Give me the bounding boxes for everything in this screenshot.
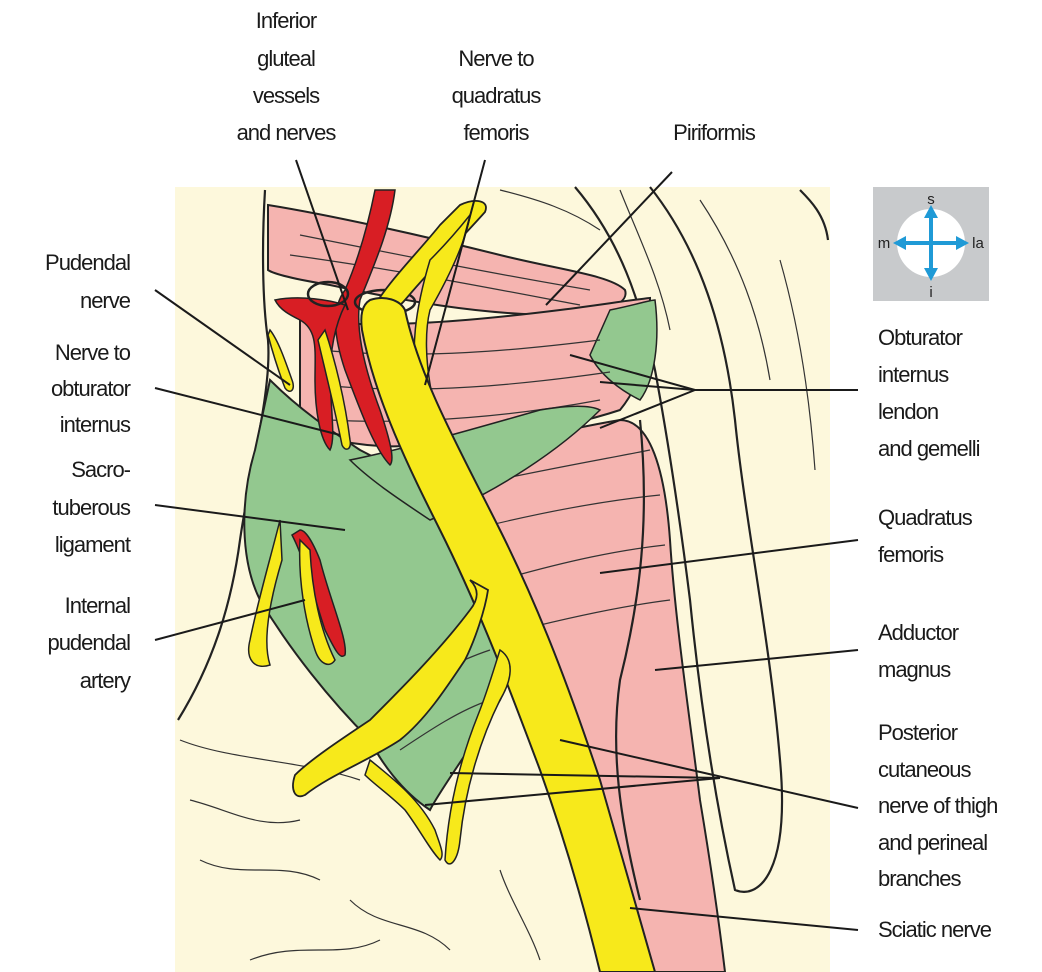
label-line: internus	[878, 362, 949, 387]
label-line: Quadratus	[878, 505, 973, 530]
compass-top-label: s	[927, 191, 935, 208]
label-line: Adductor	[878, 620, 959, 645]
label-nerve-to-quadratus: Nerve to quadratus femoris	[452, 46, 542, 145]
label-line: and gemelli	[878, 436, 980, 461]
label-obturator-internus: Obturator internus lendon and gemelli	[878, 325, 980, 461]
label-line: nerve	[80, 288, 131, 313]
label-line: Piriformis	[673, 120, 756, 145]
label-posterior-cutaneous: Posterior cutaneous nerve of thigh and p…	[878, 720, 997, 891]
label-line: and nerves	[237, 120, 337, 145]
label-line: femoris	[878, 542, 944, 567]
compass-bottom-label: i	[929, 284, 932, 301]
label-line: Internal	[65, 593, 130, 618]
label-line: pudendal	[47, 630, 130, 655]
label-line: Pudendal	[45, 250, 130, 275]
label-line: internus	[60, 412, 131, 437]
label-line: Posterior	[878, 720, 958, 745]
compass-right-label: la	[972, 235, 984, 252]
label-line: artery	[80, 668, 131, 693]
label-inferior-gluteal: Inferior gluteal vessels and nerves	[237, 8, 337, 145]
label-line: and perineal	[878, 830, 987, 855]
label-line: cutaneous	[878, 757, 972, 782]
label-line: femoris	[463, 120, 529, 145]
label-line: Obturator	[878, 325, 963, 350]
label-internal-pudendal: Internal pudendal artery	[47, 593, 131, 693]
label-line: obturator	[51, 376, 131, 401]
orientation-compass-icon: s i m la	[873, 187, 989, 301]
label-sacrotuberous: Sacro- tuberous ligament	[52, 457, 131, 557]
label-line: Sacro-	[71, 457, 130, 482]
label-line: magnus	[878, 657, 951, 682]
label-sciatic-nerve: Sciatic nerve	[878, 917, 992, 942]
label-adductor-magnus: Adductor magnus	[878, 620, 959, 682]
label-line: branches	[878, 866, 962, 891]
label-nerve-to-obturator: Nerve to obturator internus	[51, 340, 131, 437]
label-line: lendon	[878, 399, 938, 424]
label-line: quadratus	[452, 83, 542, 108]
label-line: nerve of thigh	[878, 793, 997, 818]
compass-left-label: m	[878, 235, 891, 252]
label-line: tuberous	[52, 495, 131, 520]
label-pudendal-nerve: Pudendal nerve	[45, 250, 131, 313]
label-piriformis: Piriformis	[673, 120, 756, 145]
label-line: vessels	[253, 83, 320, 108]
label-line: gluteal	[257, 46, 315, 71]
label-line: ligament	[55, 532, 131, 557]
label-line: Inferior	[256, 8, 317, 33]
label-quadratus-femoris: Quadratus femoris	[878, 505, 973, 567]
label-line: Nerve to	[55, 340, 131, 365]
label-line: Sciatic nerve	[878, 917, 992, 942]
label-line: Nerve to	[458, 46, 534, 71]
